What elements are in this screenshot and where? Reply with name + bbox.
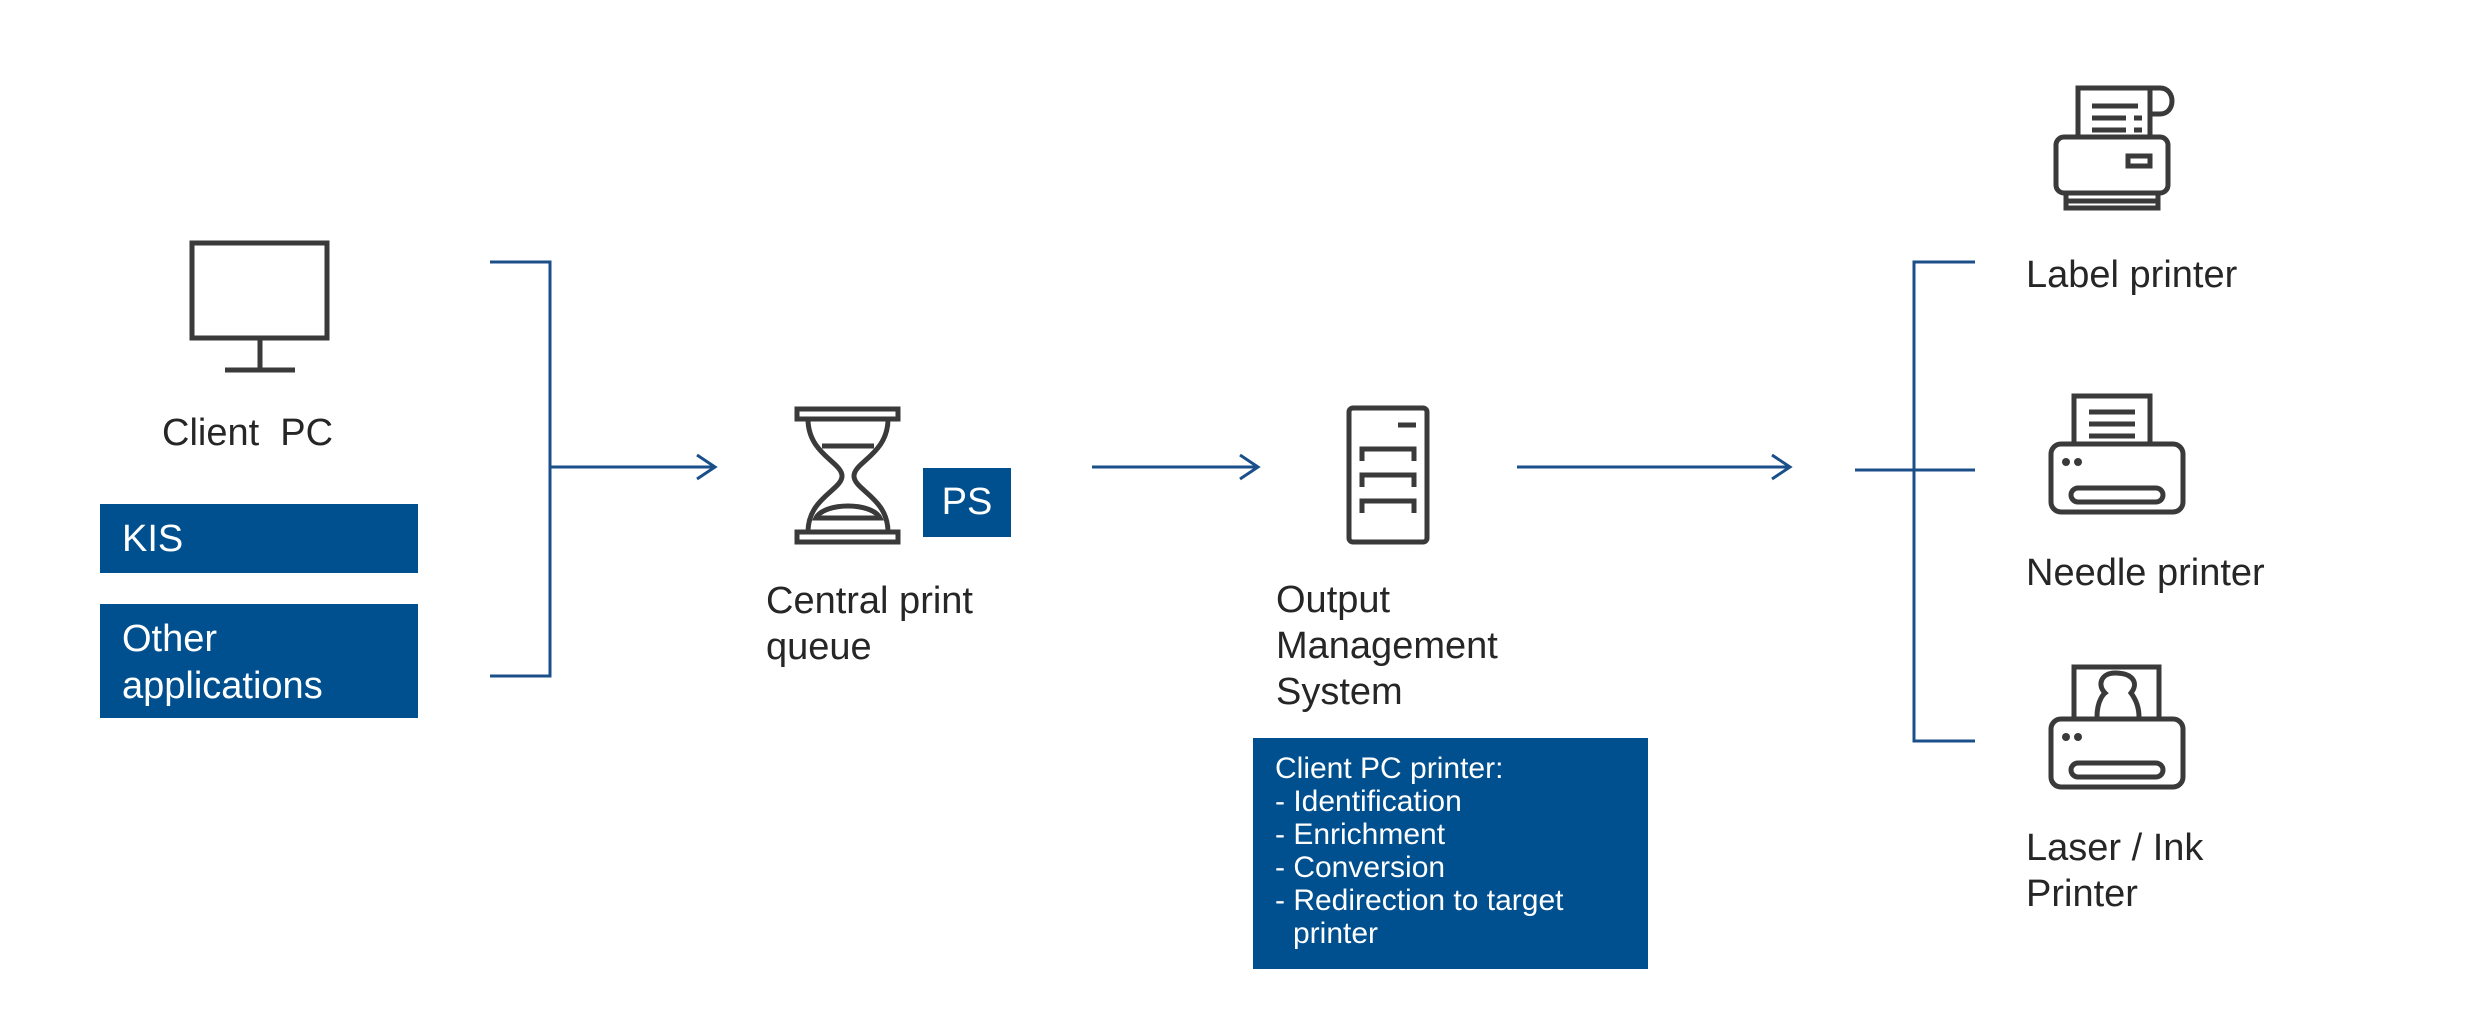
label-printer-icon [2053, 85, 2175, 211]
info-item-conversion: - Conversion [1275, 851, 1446, 884]
info-item-enrichment: - Enrichment [1275, 818, 1446, 851]
right-bracket [1912, 260, 1975, 743]
server-icon [1346, 405, 1430, 545]
monitor-icon [189, 240, 330, 373]
label-printer-label: Label printer [2026, 254, 2238, 296]
client-pc-printer-info-box: Client PC printer: - Identification - En… [1253, 738, 1648, 969]
needle-printer-icon [2048, 393, 2186, 515]
app-box-kis: KIS [100, 504, 418, 573]
arrow-to-queue [550, 453, 718, 481]
hourglass-icon [794, 406, 901, 545]
needle-printer-label: Needle printer [2026, 552, 2265, 594]
photo-printer-icon [2048, 664, 2186, 790]
info-item-redirection: - Redirection to target printer [1275, 884, 1564, 950]
info-item-identification: - Identification [1275, 785, 1462, 818]
ps-badge: PS [923, 468, 1011, 537]
arrow-to-printers [1517, 453, 1793, 481]
arrow-to-oms [1092, 453, 1261, 481]
central-print-queue-label: Central print queue [766, 580, 973, 668]
output-management-system-label: Output Management System [1276, 579, 1498, 713]
app-box-other-applications: Other applications [100, 604, 418, 718]
client-pc-label: Client PC [162, 412, 334, 454]
info-title: Client PC printer: [1275, 752, 1504, 785]
left-bracket [490, 260, 552, 678]
laser-ink-printer-label: Laser / Ink Printer [2026, 827, 2204, 915]
